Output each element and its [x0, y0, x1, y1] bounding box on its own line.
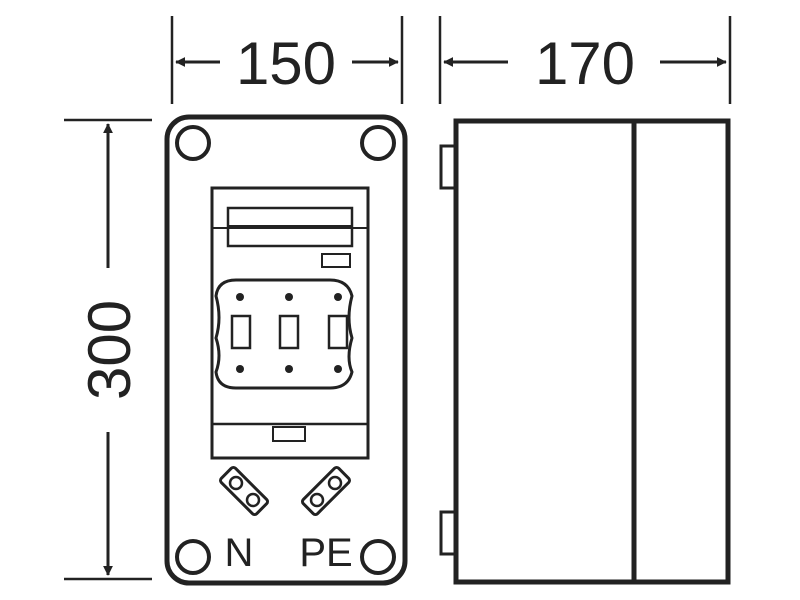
screw-bottom-left	[175, 539, 211, 575]
screw-bottom-right	[360, 539, 396, 575]
depth-dimension: 170	[438, 16, 732, 104]
screw-top-left	[175, 125, 211, 161]
width-label: 150	[236, 30, 336, 97]
fuse-slot-3	[327, 314, 349, 350]
screw-top-right	[360, 125, 396, 161]
terminal-pe-screw-1	[327, 475, 343, 491]
contact-dot-bottom-3	[334, 365, 342, 373]
hinge-top	[439, 144, 458, 190]
enclosure-front-outline	[164, 114, 408, 586]
fuse-slot-2	[278, 314, 300, 350]
terminal-pe-body	[300, 465, 352, 517]
terminal-pe	[300, 465, 352, 517]
fuse-switch-module	[210, 186, 370, 460]
height-label: 300	[76, 300, 143, 400]
height-dimension: 300	[64, 118, 152, 581]
enclosure-side-outline	[453, 118, 731, 585]
front-view: N PE	[164, 114, 408, 586]
terminal-n-label: N	[225, 531, 254, 575]
terminal-pe-screw-2	[309, 492, 325, 508]
contact-dot-top-2	[285, 293, 293, 301]
contact-dot-bottom-2	[285, 365, 293, 373]
module-latch	[272, 426, 306, 442]
indicator-window	[321, 253, 351, 268]
side-view	[439, 118, 731, 585]
terminal-pe-label: PE	[299, 531, 352, 575]
hinge-bottom	[439, 510, 458, 556]
width-dimension: 150	[170, 16, 404, 104]
terminal-n	[218, 465, 270, 517]
depth-label: 170	[535, 30, 635, 97]
terminal-n-screw-2	[245, 492, 261, 508]
contact-dot-top-1	[236, 293, 244, 301]
contact-dot-bottom-1	[236, 365, 244, 373]
fuse-slot-1	[230, 314, 252, 350]
terminal-n-body	[218, 465, 270, 517]
terminal-n-screw-1	[228, 475, 244, 491]
fuse-carrier	[214, 278, 354, 390]
module-body	[210, 186, 370, 460]
contact-dot-top-3	[334, 293, 342, 301]
